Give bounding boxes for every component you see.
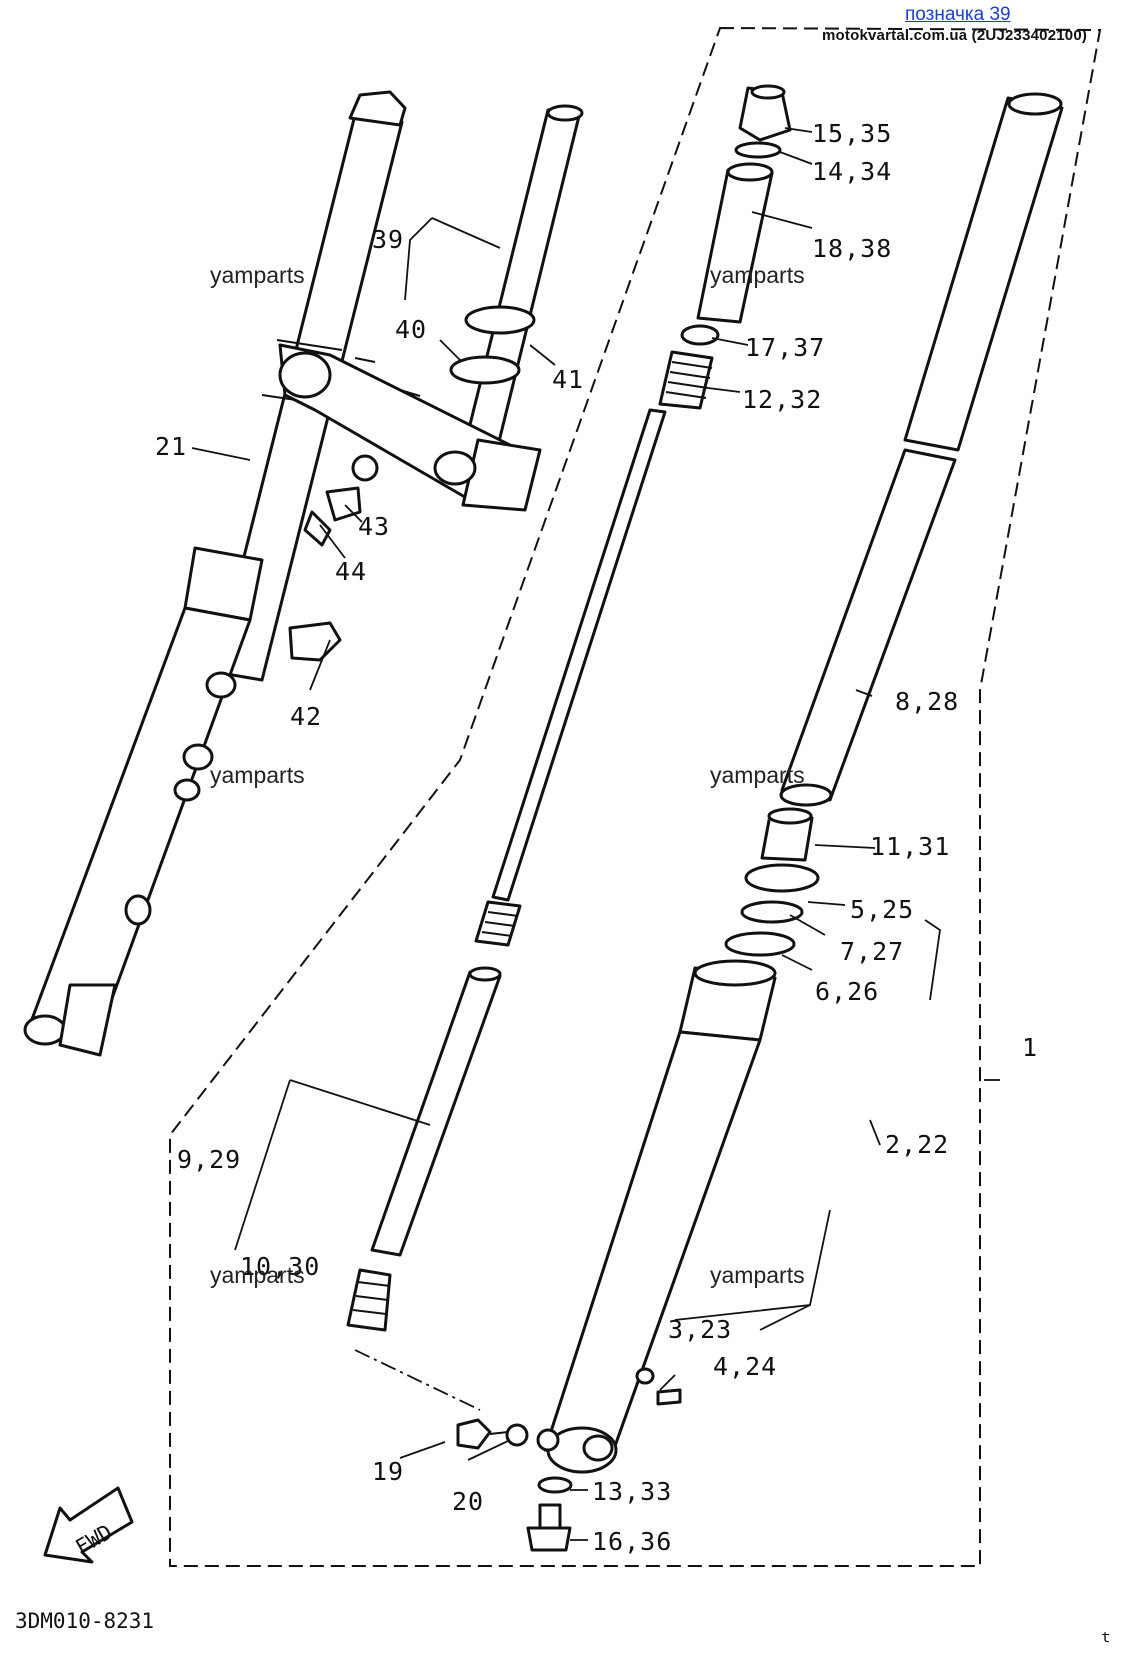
assembly-outline: [169, 26, 1102, 1567]
callout-10-30: 10,30: [240, 1252, 320, 1281]
callout-7-27: 7,27: [840, 937, 904, 966]
callout-labels: 15,35 14,34 18,38 17,37 12,32 39 40 41 2…: [155, 119, 1038, 1556]
callout-3-23: 3,23: [668, 1315, 732, 1344]
outer-fork-slider: [536, 959, 777, 1474]
callout-15-35: 15,35: [812, 119, 892, 148]
callout-12-32: 12,32: [742, 385, 822, 414]
corner-mark: ᵗ: [1098, 1627, 1114, 1656]
source-caption: motokvartal.com.ua (2UJ233402100): [822, 27, 1088, 44]
callout-5-25: 5,25: [850, 895, 914, 924]
callout-2-22: 2,22: [885, 1130, 949, 1159]
callout-20: 20: [452, 1487, 484, 1516]
watermark: yamparts: [710, 262, 805, 288]
damper-rod-assembly: [346, 408, 667, 1332]
callout-40: 40: [395, 315, 427, 344]
callout-44: 44: [335, 557, 367, 586]
diagram-reference-link[interactable]: позначка 39: [905, 4, 1011, 25]
drawing-code: 3DM010-8231: [15, 1609, 154, 1633]
fork-cap-components: [658, 84, 792, 410]
watermark: yamparts: [210, 762, 305, 788]
callout-17-37: 17,37: [745, 333, 825, 362]
fasteners: [456, 1367, 682, 1552]
callout-42: 42: [290, 702, 322, 731]
callout-18-38: 18,38: [812, 234, 892, 263]
inner-fork-tube: [779, 92, 1064, 807]
callout-6-26: 6,26: [815, 977, 879, 1006]
seal-washer-stack: [724, 807, 820, 957]
callout-11-31: 11,31: [870, 832, 950, 861]
callout-8-28: 8,28: [895, 687, 959, 716]
callout-43: 43: [358, 512, 390, 541]
watermark: yamparts: [210, 262, 305, 288]
callout-4-24: 4,24: [713, 1352, 777, 1381]
callout-39: 39: [372, 225, 404, 254]
watermarks: yamparts yamparts yamparts yamparts yamp…: [210, 262, 805, 1288]
callout-13-33: 13,33: [592, 1477, 672, 1506]
callout-21: 21: [155, 432, 187, 461]
callout-16-36: 16,36: [592, 1527, 672, 1556]
callout-19: 19: [372, 1457, 404, 1486]
callout-41: 41: [552, 365, 584, 394]
callout-1: 1: [1022, 1033, 1038, 1062]
watermark: yamparts: [710, 762, 805, 788]
leader-lines: [191, 127, 941, 1541]
watermark: yamparts: [710, 1262, 805, 1288]
fwd-arrow: FWD: [43, 1486, 134, 1564]
callout-9-29: 9,29: [177, 1145, 241, 1174]
watermark: yamparts: [210, 1262, 305, 1288]
steering-stem-assembly: [278, 104, 584, 662]
callout-14-34: 14,34: [812, 157, 892, 186]
